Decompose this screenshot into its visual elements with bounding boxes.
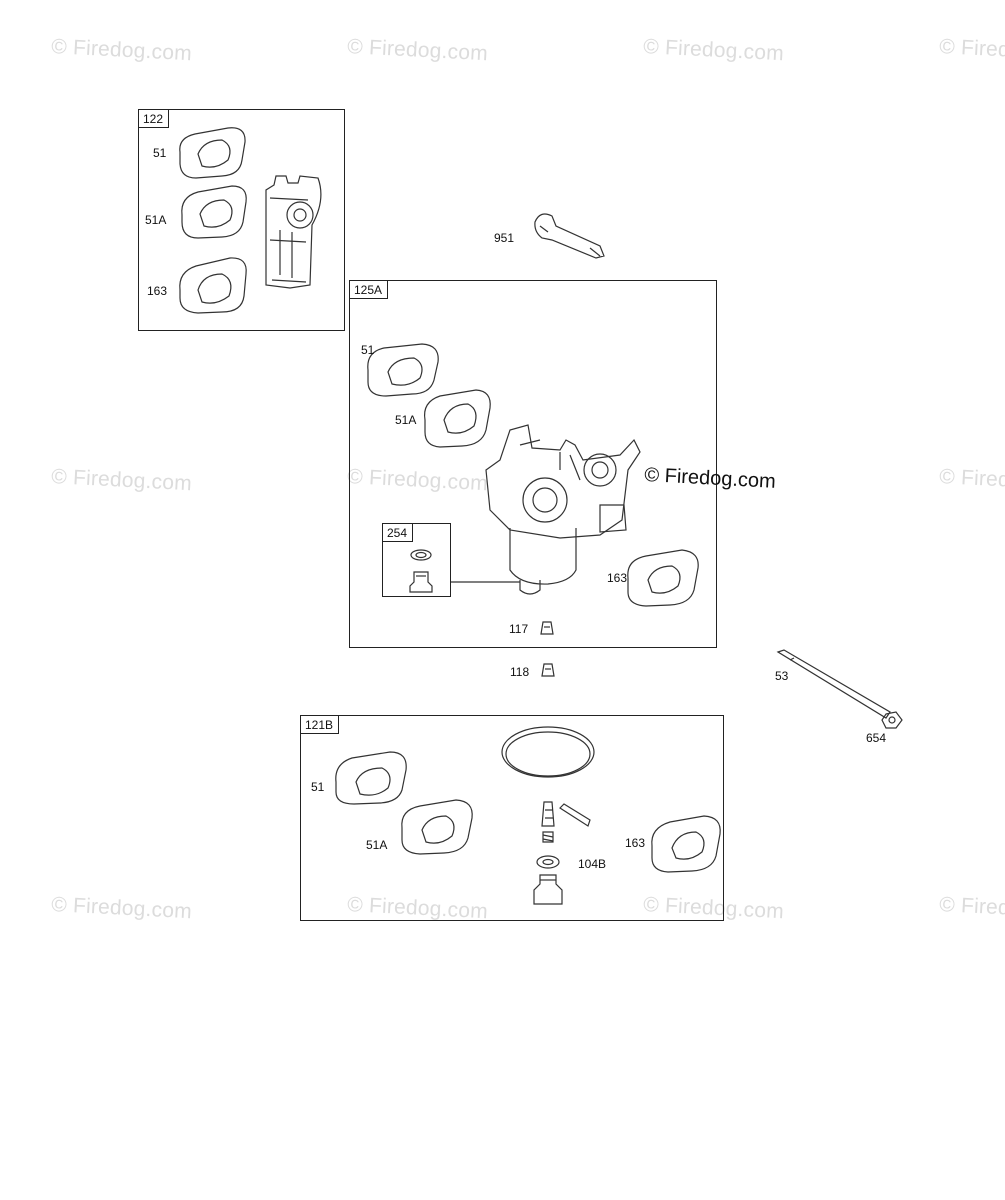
part-label-51: 51: [361, 343, 375, 357]
gasket-51a-icon: [181, 185, 247, 239]
drain-bolt-icon: [533, 874, 563, 905]
gasket-163-icon: [179, 257, 247, 314]
kit-121b-frame: 121B: [300, 715, 724, 921]
part-label-51a: 51A: [366, 838, 388, 852]
part-label-163: 163: [625, 836, 646, 850]
gasket-51-icon: [367, 343, 439, 397]
part-label-51a: 51A: [145, 213, 167, 227]
part-label-104b: 104B: [578, 857, 607, 871]
part-label-163: 163: [147, 284, 168, 298]
kit-254-frame: 254: [382, 523, 451, 597]
part-label-163: 163: [607, 571, 628, 585]
part-label-51: 51: [153, 146, 167, 160]
bolt-254-icon: [409, 571, 433, 593]
gasket-51-icon: [179, 127, 246, 179]
float-pin-104b-icon: [559, 803, 591, 827]
intake-spacer-icon: [265, 175, 322, 289]
choke-lever-951-icon: [534, 213, 605, 259]
kit-125a-frame: 125A: [349, 280, 717, 648]
kit-122-label: 122: [139, 110, 170, 128]
part-label-51a: 51A: [395, 413, 417, 427]
gasket-51-icon: [335, 751, 407, 805]
washer-icon: [536, 855, 560, 869]
o-ring-254-icon: [410, 549, 432, 561]
part-label-118: 118: [510, 665, 530, 679]
part-label-53: 53: [775, 669, 789, 683]
jet-118-icon: [541, 663, 555, 677]
gasket-163-icon: [627, 549, 699, 607]
gasket-51a-icon: [423, 389, 491, 448]
kit-121b-label: 121B: [301, 716, 340, 734]
kit-122-frame: 122: [138, 109, 345, 331]
part-label-951: 951: [494, 231, 515, 245]
part-label-654: 654: [866, 731, 887, 745]
part-label-51: 51: [311, 780, 325, 794]
gasket-51a-icon: [401, 799, 473, 855]
nut-654-icon: [881, 711, 903, 729]
bowl-gasket-icon: [501, 726, 595, 778]
carburetor-icon: [485, 424, 641, 595]
kit-125a-label: 125A: [350, 281, 389, 299]
needle-valve-icon: [541, 801, 555, 843]
kit-254-label: 254: [383, 524, 414, 542]
shaft-53-icon: [776, 649, 891, 719]
jet-117-icon: [540, 621, 554, 635]
gasket-163-icon: [651, 815, 721, 873]
part-label-117: 117: [509, 622, 529, 636]
